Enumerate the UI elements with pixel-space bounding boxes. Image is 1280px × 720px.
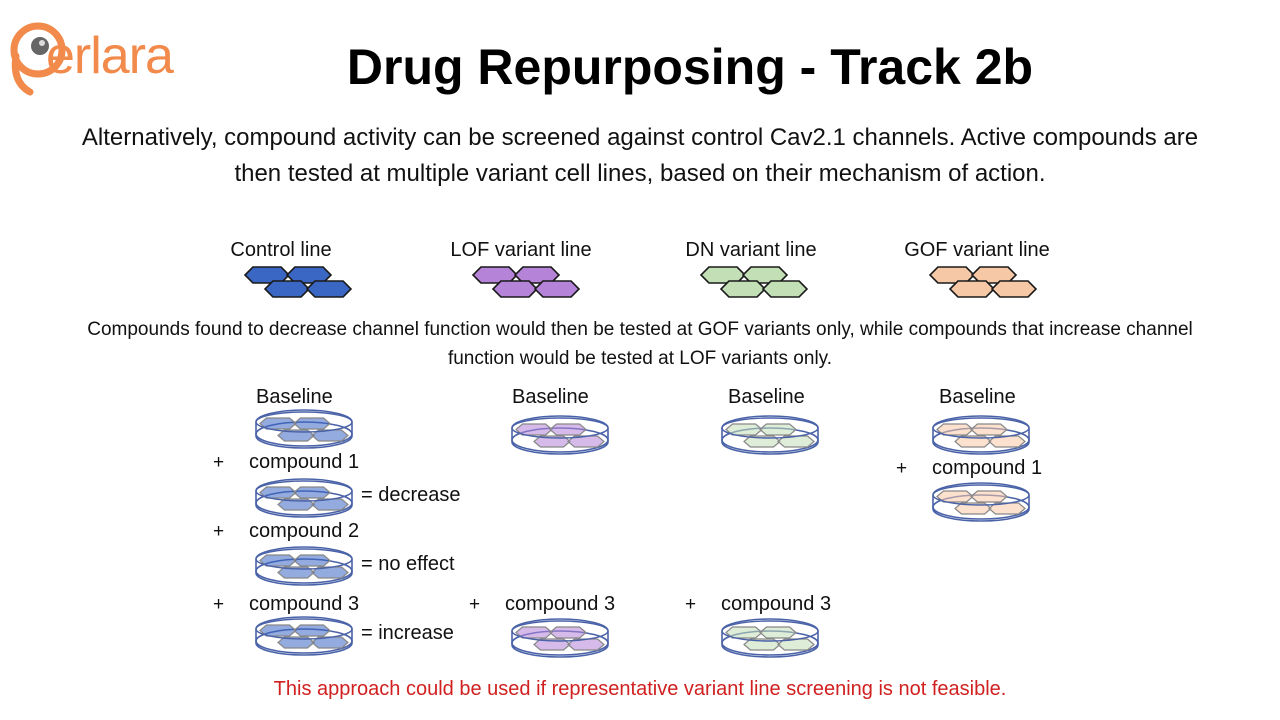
plus-sign: + — [213, 521, 225, 542]
cell-shape — [277, 429, 315, 442]
cell-shape — [277, 498, 315, 511]
cell-shape — [725, 626, 763, 639]
cell-shape — [311, 566, 349, 579]
lof-compound3-dish-icon — [511, 618, 609, 658]
control-compound3-dish-icon — [255, 616, 353, 656]
cell-shape — [970, 490, 1008, 503]
gof-baseline-label: Baseline — [939, 386, 1016, 408]
perlara-logo: erlara — [8, 18, 228, 98]
cell-shape — [293, 624, 331, 637]
dn-compound-3-label: compound 3 — [721, 593, 832, 615]
decrease-result: = decrease — [361, 484, 461, 506]
gof-cells-icon — [928, 266, 1038, 298]
control-baseline-label: Baseline — [256, 386, 333, 408]
intro-text: Alternatively, compound activity can be … — [81, 124, 1199, 187]
cell-shape — [259, 417, 297, 430]
cell-shape — [936, 423, 974, 436]
cell-shape — [515, 626, 553, 639]
cell-shape — [263, 280, 311, 298]
control-cells-icon — [243, 266, 353, 298]
compound-1-label: compound 1 — [249, 451, 360, 473]
cell-shape — [259, 554, 297, 567]
dn-compound3-dish-icon — [721, 618, 819, 658]
page-title: Drug Repurposing - Track 2b — [346, 39, 1034, 95]
control-compound1-dish-icon — [255, 478, 353, 518]
cell-shape — [970, 423, 1008, 436]
cell-shape — [988, 502, 1026, 515]
lof-baseline-dish-icon — [511, 415, 609, 455]
plus-sign: + — [469, 594, 481, 615]
cell-shape — [761, 280, 809, 298]
cell-shape — [954, 435, 992, 448]
cell-shape — [567, 435, 605, 448]
cell-shape — [567, 638, 605, 651]
plus-sign: + — [896, 458, 908, 479]
compound-3-label: compound 3 — [249, 593, 360, 615]
cell-shape — [936, 490, 974, 503]
cell-shape — [305, 280, 353, 298]
cell-shape — [777, 435, 815, 448]
dn-line-label: DN variant line — [685, 239, 817, 261]
cell-shape — [293, 554, 331, 567]
mechanism-text: Compounds found to decrease channel func… — [87, 319, 1193, 369]
plus-sign: + — [685, 594, 697, 615]
cell-shape — [759, 626, 797, 639]
logo-p-mark-icon — [10, 22, 66, 96]
cell-shape — [259, 624, 297, 637]
increase-result: = increase — [361, 622, 454, 644]
cell-shape — [549, 423, 587, 436]
gof-line-label: GOF variant line — [904, 239, 1050, 261]
cell-shape — [759, 423, 797, 436]
dn-cells-icon — [699, 266, 809, 298]
logo-wordmark: erlara — [46, 27, 174, 85]
plus-sign: + — [213, 594, 225, 615]
control-compound2-dish-icon — [255, 546, 353, 586]
plus-sign: + — [213, 452, 225, 473]
cell-shape — [311, 429, 349, 442]
no-effect-result: = no effect — [361, 553, 455, 575]
gof-compound-1-label: compound 1 — [932, 457, 1043, 479]
cell-shape — [725, 423, 763, 436]
cell-shape — [743, 435, 781, 448]
cell-shape — [515, 423, 553, 436]
cell-shape — [277, 566, 315, 579]
cell-shape — [954, 502, 992, 515]
cell-shape — [533, 638, 571, 651]
cell-shape — [311, 498, 349, 511]
cell-shape — [311, 636, 349, 649]
cell-shape — [719, 280, 767, 298]
footer-note: This approach could be used if represent… — [273, 678, 1007, 700]
cell-shape — [948, 280, 996, 298]
cell-shape — [277, 636, 315, 649]
lof-baseline-label: Baseline — [512, 386, 589, 408]
gof-baseline-dish-icon — [932, 415, 1030, 455]
cell-shape — [293, 486, 331, 499]
dn-baseline-label: Baseline — [728, 386, 805, 408]
lof-line-label: LOF variant line — [450, 239, 592, 261]
control-line-label: Control line — [230, 239, 332, 261]
lof-cells-icon — [471, 266, 581, 298]
lof-compound-3-label: compound 3 — [505, 593, 616, 615]
cell-shape — [777, 638, 815, 651]
cell-shape — [491, 280, 539, 298]
dn-baseline-dish-icon — [721, 415, 819, 455]
cell-shape — [743, 638, 781, 651]
cell-shape — [293, 417, 331, 430]
gof-compound1-dish-icon — [932, 482, 1030, 522]
cell-shape — [533, 435, 571, 448]
cell-shape — [988, 435, 1026, 448]
compound-2-label: compound 2 — [249, 520, 360, 542]
cell-shape — [990, 280, 1038, 298]
cell-shape — [549, 626, 587, 639]
control-baseline-dish-icon — [255, 409, 353, 449]
cell-shape — [533, 280, 581, 298]
cell-shape — [259, 486, 297, 499]
